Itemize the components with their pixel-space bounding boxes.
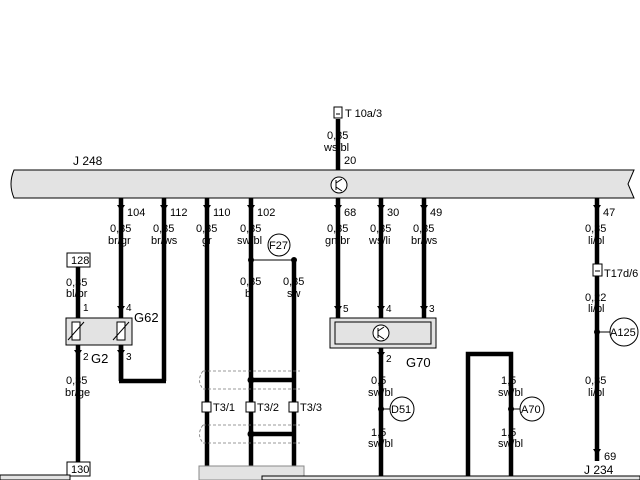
wire-110-color: gr (202, 235, 212, 247)
a70-wire-color-bottom: sw/bl (498, 438, 523, 450)
wire-112-size: 0,35 (153, 223, 174, 235)
g70-pin-3: 3 (429, 304, 435, 315)
label-t10a: T 10a/3 (345, 108, 382, 120)
pin-arrow-icon (334, 306, 342, 312)
g2-wire-size-bottom: 0,35 (66, 375, 87, 387)
wire-30-color: ws/li (368, 235, 390, 247)
wire-49-color: br/ws (411, 235, 438, 247)
top-wire-color: ws/bl (323, 142, 349, 154)
label-j234: J 234 (584, 463, 614, 477)
pin-112: 112 (170, 207, 188, 219)
thermistor-icon (67, 321, 130, 341)
a70-wire-size-bottom: 1,5 (501, 427, 516, 439)
connector-t17d-icon (592, 263, 603, 277)
g70-pin-5: 5 (343, 304, 349, 315)
wire-104-size: 0,35 (110, 223, 131, 235)
label-d51: D51 (391, 404, 411, 416)
ground-128-label: 128 (71, 255, 89, 267)
transistor-icon (330, 176, 348, 194)
pin-arrow-icons (117, 205, 601, 211)
ground-box-130 (66, 461, 91, 477)
pin-102: 102 (257, 207, 275, 219)
wire-68-size: 0,35 (327, 223, 348, 235)
label-t3-1: T3/1 (213, 402, 235, 414)
label-g62: G62 (134, 310, 159, 325)
label-j248: J 248 (73, 154, 103, 168)
g70-pin-4: 4 (386, 304, 392, 315)
f27-badge (267, 233, 291, 257)
label-t3-2: T3/2 (257, 402, 279, 414)
label-t17d: T17d/6 (604, 268, 638, 280)
connector-t3-icons (201, 401, 299, 413)
pin-47: 47 (603, 207, 615, 219)
wire-112-color: br/ws (151, 235, 178, 247)
pin-arrow-icon (74, 350, 82, 356)
wire-110-size: 0,35 (196, 223, 217, 235)
a125-wire-color-bottom: li/bl (588, 387, 605, 399)
bottom-strip-left (0, 474, 71, 480)
label-t3-3: T3/3 (300, 402, 322, 414)
pin-arrow-icon (117, 306, 125, 312)
a125-wire-size-bottom: 0,35 (585, 375, 606, 387)
wire-102-color: sw/bl (237, 235, 262, 247)
g70-pin-2: 2 (386, 354, 392, 365)
pin-arrow-icon (420, 306, 428, 312)
top-wire-pin: 20 (344, 155, 356, 167)
wire-102-size: 0,35 (240, 223, 261, 235)
g62-pin-4: 4 (126, 303, 132, 314)
a125-wire-size-top: 0,22 (585, 292, 606, 304)
label-f27: F27 (269, 240, 288, 252)
a125-pin-69: 69 (604, 451, 616, 463)
f27-left-size: 0,35 (240, 276, 261, 288)
f27-left-color: bl (245, 288, 254, 300)
transistor-icon (372, 324, 390, 342)
pin-arrow-icon (593, 449, 601, 455)
label-a70: A70 (521, 404, 541, 416)
g2-wire-color-top: bl/br (66, 288, 88, 300)
wire-104-color: br/gr (108, 235, 131, 247)
pin-110: 110 (213, 207, 231, 219)
wire-68-color: gn/br (325, 235, 350, 247)
f27-right-color: sw (287, 288, 301, 300)
dashed-connector-upper (199, 370, 300, 390)
pin-68: 68 (344, 207, 356, 219)
a70-wire-color-top: sw/bl (498, 387, 523, 399)
pin-104: 104 (127, 207, 145, 219)
a125-wire-color-top: li/bl (588, 303, 605, 315)
wire-30-size: 0,35 (370, 223, 391, 235)
pin-49: 49 (430, 207, 442, 219)
label-a125: A125 (610, 327, 636, 339)
control-unit-bar-j234 (261, 475, 640, 480)
a125-badge (609, 317, 639, 347)
f27-right-size: 0,35 (283, 276, 304, 288)
a70-badge (519, 396, 545, 422)
g70-wire-size-bottom: 1,5 (371, 427, 386, 439)
control-unit-bar-j248 (10, 169, 635, 199)
a70-wire-size-top: 1,5 (501, 375, 516, 387)
label-g70: G70 (406, 355, 431, 370)
top-wire-size: 0,35 (327, 130, 348, 142)
g62-pin-3: 3 (126, 352, 132, 363)
ground-130-label: 130 (71, 464, 89, 476)
g2-wire-color-bottom: br/ge (65, 387, 90, 399)
pin-30: 30 (387, 207, 399, 219)
g70-wire-size-top: 0,5 (371, 375, 386, 387)
pin-arrow-icon (377, 306, 385, 312)
g62-pin-2: 2 (83, 352, 89, 363)
g70-wire-color-bottom: sw/bl (368, 438, 393, 450)
g62-pin-1: 1 (83, 303, 89, 314)
g2-wire-size-top: 0,35 (66, 277, 87, 289)
wire-49-size: 0,35 (413, 223, 434, 235)
wire-47-size: 0,35 (585, 223, 606, 235)
dashed-connector-lower (199, 424, 300, 444)
wire-47-color: li/bl (588, 235, 605, 247)
connector-t10a-icon (333, 106, 343, 119)
label-g2: G2 (91, 351, 108, 366)
g70-wire-color-top: sw/bl (368, 387, 393, 399)
pin-arrow-icon (117, 350, 125, 356)
